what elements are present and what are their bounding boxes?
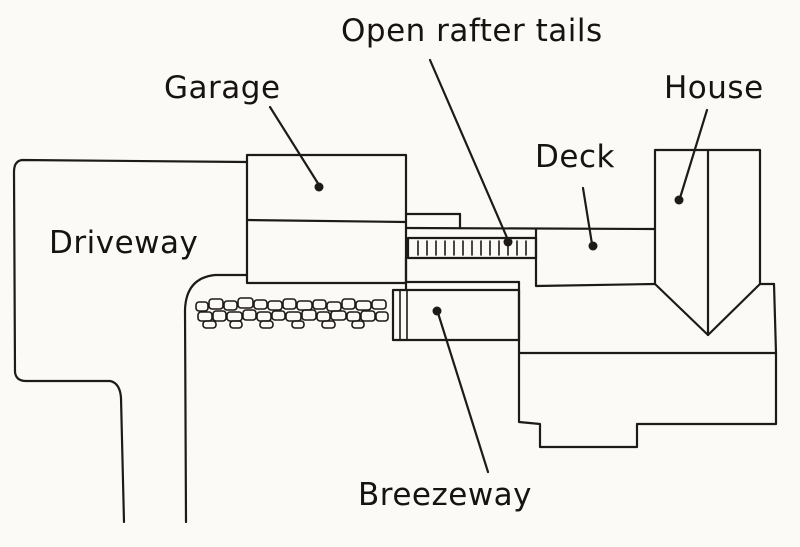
leader-breezeway-dot xyxy=(432,306,442,316)
label-deck: Deck xyxy=(535,139,615,175)
leader-rafter-tails xyxy=(428,58,510,242)
house-outline xyxy=(653,148,762,337)
stone-wall xyxy=(195,297,389,329)
deck-outline xyxy=(534,227,657,288)
lower-building-outline xyxy=(517,280,778,449)
garage-outline xyxy=(245,153,408,285)
leader-garage xyxy=(268,105,321,187)
driveway-inner-curve xyxy=(183,273,249,524)
leader-rafter-tails-dot xyxy=(503,237,513,247)
leader-deck-dot xyxy=(588,241,598,251)
leader-garage-dot xyxy=(314,182,324,192)
roof-link-mid xyxy=(404,226,657,231)
label-garage: Garage xyxy=(164,70,281,106)
leader-house xyxy=(678,108,709,200)
garage-divider xyxy=(245,218,408,224)
label-driveway: Driveway xyxy=(49,225,199,261)
leader-house-dot xyxy=(674,195,684,205)
lower-building-right xyxy=(772,282,778,355)
leader-breezeway xyxy=(436,311,490,474)
label-breezeway: Breezeway xyxy=(358,477,533,513)
leader-deck xyxy=(581,186,594,246)
label-open-rafter-tails: Open rafter tails xyxy=(341,13,603,49)
label-house: House xyxy=(664,70,764,106)
driveway-outline xyxy=(12,158,249,524)
breezeway-outline xyxy=(391,288,521,342)
